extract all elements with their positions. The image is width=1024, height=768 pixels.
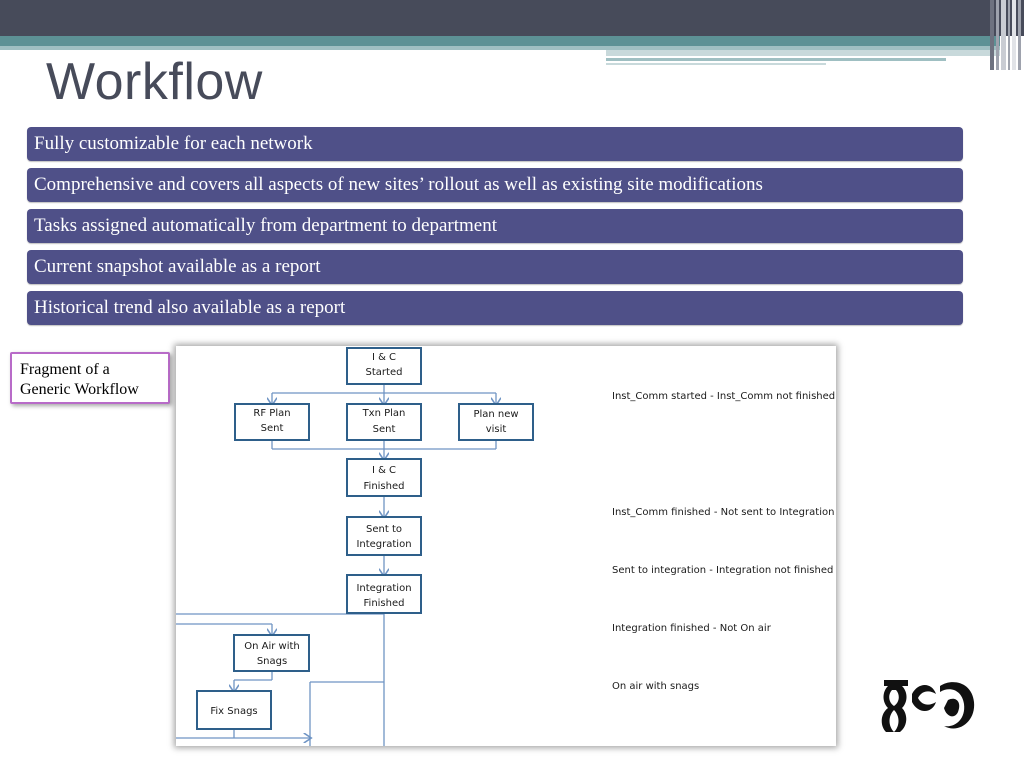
node-label: visit	[486, 424, 507, 435]
diagram-callout: Fragment of a Generic Workflow	[10, 352, 170, 404]
node-label: Integration	[356, 539, 411, 550]
bullet-item: Comprehensive and covers all aspects of …	[27, 168, 963, 202]
node-sent-to-integration	[346, 516, 422, 556]
bullet-item: Current snapshot available as a report	[27, 250, 963, 284]
node-label: Fix Snags	[210, 706, 257, 717]
node-txn-plan-sent	[346, 403, 422, 441]
node-label: I & C	[372, 465, 396, 476]
connectors	[176, 384, 496, 746]
node-rf-plan-sent	[234, 403, 310, 441]
bullet-item: Tasks assigned automatically from depart…	[27, 209, 963, 243]
header-light-band	[0, 46, 1000, 50]
bullet-item: Historical trend also available as a rep…	[27, 291, 963, 325]
node-ic-finished	[346, 458, 422, 497]
callout-line: Generic Workflow	[20, 381, 139, 398]
header-accent-band	[0, 36, 1000, 46]
node-label: Snags	[257, 656, 287, 667]
workflow-diagram: I & C Started RF Plan Sent Txn Plan Sent…	[176, 346, 836, 746]
status-label: Inst_Comm finished - Not sent to Integra…	[612, 507, 834, 518]
callout-line: Fragment of a	[20, 361, 110, 378]
slide-title: Workflow	[46, 53, 263, 111]
bullet-item: Fully customizable for each network	[27, 127, 963, 161]
node-label: Integration	[356, 583, 411, 594]
node-label: Sent to	[366, 524, 402, 535]
status-label: Sent to integration - Integration not fi…	[612, 565, 833, 576]
node-integration-finished	[346, 574, 422, 614]
node-label: Txn Plan	[362, 408, 406, 419]
node-label: Plan new	[473, 409, 518, 420]
node-plan-new-visit	[458, 403, 534, 441]
header-vertical-stripes	[990, 0, 1024, 70]
node-label: Finished	[364, 598, 405, 609]
node-label: I & C	[372, 352, 396, 363]
status-label: Inst_Comm started - Inst_Comm not finish…	[612, 391, 835, 402]
workflow-nodes	[196, 347, 534, 730]
status-label: On air with snags	[612, 681, 699, 692]
node-ic-started	[346, 347, 422, 385]
node-label: Finished	[364, 481, 405, 492]
node-label: Sent	[261, 423, 284, 434]
workflow-svg: I & C Started RF Plan Sent Txn Plan Sent…	[176, 347, 835, 746]
node-label: On Air with	[244, 641, 300, 652]
node-label: Sent	[373, 424, 396, 435]
node-on-air-with-snags	[233, 634, 310, 672]
company-logo-icon	[881, 680, 975, 732]
node-label: RF Plan	[253, 408, 290, 419]
header-stripes	[606, 50, 1000, 70]
status-label: Integration finished - Not On air	[612, 623, 772, 634]
header-band	[0, 0, 1024, 36]
node-label: Started	[366, 367, 403, 378]
node-fix-snags	[196, 690, 272, 730]
